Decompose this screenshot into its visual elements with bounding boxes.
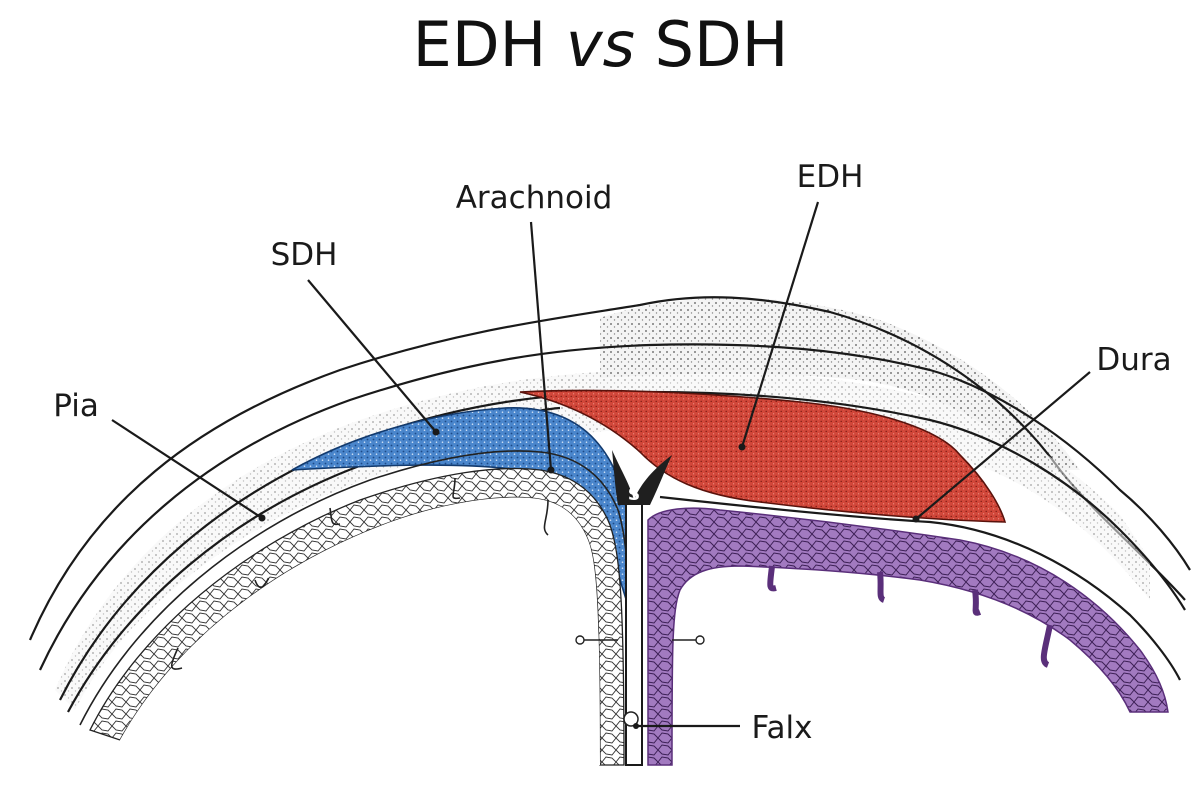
label-edh: EDH bbox=[797, 159, 864, 195]
sinus-label: S bbox=[628, 485, 640, 505]
leader-pia bbox=[112, 420, 262, 518]
label-dura: Dura bbox=[1096, 342, 1171, 378]
label-sdh: SDH bbox=[271, 237, 338, 273]
label-falx: Falx bbox=[752, 710, 813, 746]
label-arachnoid: Arachnoid bbox=[456, 180, 613, 216]
label-pia: Pia bbox=[53, 388, 99, 424]
